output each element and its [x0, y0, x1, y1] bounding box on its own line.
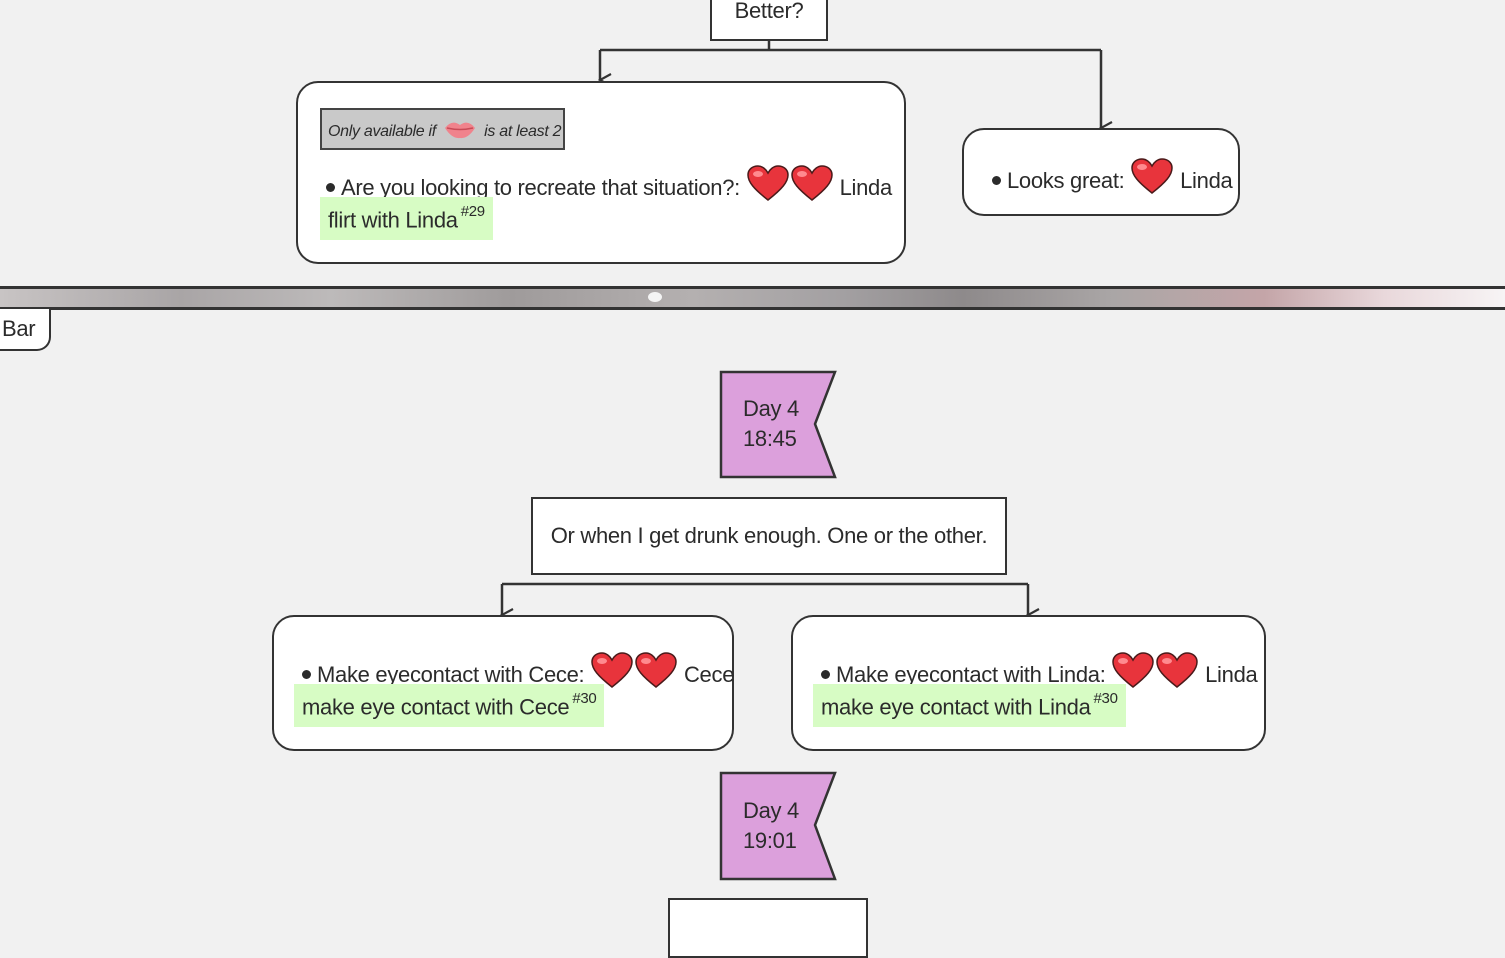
bullet: [302, 669, 311, 679]
option-node-right: Looks great: Linda: [962, 128, 1240, 216]
bullet: [821, 669, 830, 679]
action-label: make eye contact with Linda: [821, 694, 1091, 720]
heart-icon: [590, 651, 634, 695]
action-ref: #30: [1093, 690, 1118, 707]
flag-day: Day 4: [743, 396, 799, 421]
dialogue-text: Or when I get drunk enough. One or the o…: [550, 523, 988, 548]
choice-cece-line: Make eyecontact with Cece: Cece: [302, 651, 735, 698]
option-node-left: Only available if is at least 2 Are you …: [296, 81, 906, 264]
time-flag-label: Day 4 19:01: [743, 796, 799, 856]
connector-lines: [0, 40, 1505, 932]
time-flag: [719, 771, 837, 881]
option-right-line-text: Looks great:: [1007, 167, 1125, 193]
divider-highlight: [648, 292, 662, 302]
condition-prefix: Only available if: [328, 123, 436, 141]
option-left-line: Are you looking to recreate that situati…: [326, 164, 893, 211]
heart-icon: [634, 651, 678, 695]
availability-condition: Only available if is at least 2: [320, 108, 565, 150]
time-flag: [719, 370, 837, 479]
action-label: make eye contact with Cece: [302, 694, 570, 720]
kiss-lips-icon: [443, 118, 477, 146]
character-name: Linda: [1205, 661, 1258, 687]
choice-linda-line: Make eyecontact with Linda: Linda: [821, 651, 1258, 698]
heart-icon: [1111, 651, 1155, 695]
bullet: [326, 182, 335, 192]
flag-time: 19:01: [743, 828, 797, 853]
character-name: Linda: [839, 174, 893, 200]
flag-time: 18:45: [743, 426, 797, 451]
top-dialogue-node: Better?: [710, 0, 828, 41]
option-right-line: Looks great: Linda: [992, 157, 1233, 204]
heart-icon: [746, 164, 790, 208]
heart-icon: [790, 164, 834, 208]
action-label: flirt with Linda: [328, 207, 458, 233]
dialogue-node: Or when I get drunk enough. One or the o…: [531, 497, 1007, 575]
action-tag[interactable]: flirt with Linda#29: [320, 197, 493, 241]
flag-day: Day 4: [743, 798, 799, 823]
choice-linda-line-text: Make eyecontact with Linda:: [836, 661, 1106, 687]
scene-label-text: Bar: [2, 316, 36, 341]
action-tag[interactable]: make eye contact with Linda#30: [813, 684, 1126, 728]
choice-node-linda: Make eyecontact with Linda: Linda make e…: [791, 615, 1266, 751]
character-name: Cece: [683, 661, 735, 687]
character-name: Linda: [1180, 167, 1233, 193]
option-left-line-text: Are you looking to recreate that situati…: [341, 174, 740, 200]
bottom-dialogue-node: [668, 898, 868, 958]
bullet: [992, 175, 1001, 185]
heart-icon: [1155, 651, 1199, 695]
action-tag[interactable]: make eye contact with Cece#30: [294, 684, 605, 728]
time-flag-label: Day 4 18:45: [743, 394, 799, 454]
condition-suffix: is at least 2: [484, 123, 562, 141]
scene-divider-band: [0, 286, 1505, 310]
top-node-text: Better?: [734, 0, 804, 23]
choice-cece-line-text: Make eyecontact with Cece:: [317, 661, 585, 687]
scene-label: Bar: [0, 309, 51, 351]
choice-node-cece: Make eyecontact with Cece: Cece make eye…: [272, 615, 734, 751]
action-ref: #29: [460, 203, 485, 220]
heart-icon: [1130, 157, 1174, 201]
action-ref: #30: [572, 690, 597, 707]
